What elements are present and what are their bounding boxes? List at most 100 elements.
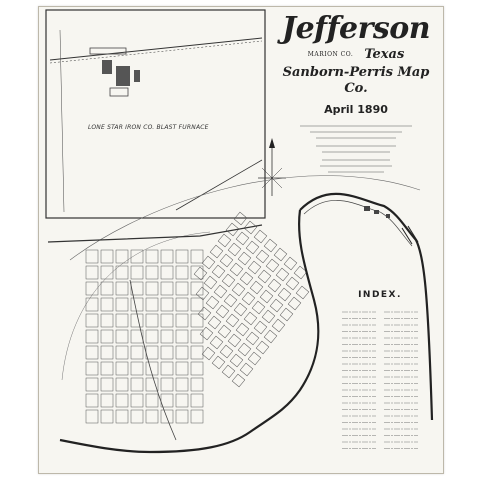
city-block [115, 249, 129, 264]
city-block [279, 307, 294, 322]
city-block [100, 345, 114, 360]
publisher-label: Sanborn-Perris Map Co. [282, 65, 430, 96]
city-block [130, 297, 144, 312]
city-block [100, 393, 114, 408]
city-block [245, 331, 260, 346]
city-block [190, 361, 204, 376]
city-block [211, 355, 226, 370]
city-block [130, 249, 144, 264]
city-block [287, 296, 302, 311]
city-block [175, 409, 189, 424]
city-block [265, 258, 280, 273]
city-block [227, 242, 242, 257]
city-block [261, 309, 276, 324]
city-block [225, 313, 240, 328]
city-block [193, 266, 208, 281]
city-block [160, 345, 174, 360]
city-block [231, 282, 246, 297]
inset-road [175, 159, 263, 211]
city-block [283, 256, 298, 271]
railroad-line [47, 224, 263, 243]
city-block [175, 361, 189, 376]
city-block [145, 249, 159, 264]
inset-railroad [49, 37, 263, 61]
city-block [257, 269, 272, 284]
city-block [255, 249, 270, 264]
map-title: Jefferson [281, 11, 431, 46]
city-block [115, 281, 129, 296]
index-title: INDEX. [358, 290, 402, 300]
city-block [145, 265, 159, 280]
city-block [145, 409, 159, 424]
city-block [175, 249, 189, 264]
city-block [190, 265, 204, 280]
city-block [145, 313, 159, 328]
city-block [285, 276, 300, 291]
city-block [237, 342, 252, 357]
city-block [249, 280, 264, 295]
city-block [215, 304, 230, 319]
city-block [85, 249, 99, 264]
city-block [160, 329, 174, 344]
city-block [175, 297, 189, 312]
city-block [145, 297, 159, 312]
title-rules [300, 125, 412, 173]
city-block [100, 265, 114, 280]
city-block [295, 285, 310, 300]
big-cypress-bayou [59, 192, 434, 454]
city-block [293, 265, 308, 280]
city-block [100, 377, 114, 392]
city-block [241, 291, 256, 306]
title-block: Jefferson MARION CO. Texas Sanborn-Perri… [276, 11, 436, 117]
city-block [85, 329, 99, 344]
furnace-buildings [89, 47, 140, 97]
city-block [115, 409, 129, 424]
city-block [277, 287, 292, 302]
city-block [203, 275, 218, 290]
map-date: April 1890 [324, 103, 388, 116]
city-block [245, 240, 260, 255]
city-block [160, 361, 174, 376]
city-block [160, 265, 174, 280]
city-block [100, 361, 114, 376]
city-block [130, 265, 144, 280]
city-block [239, 362, 254, 377]
index-entries [342, 311, 418, 449]
city-block [115, 313, 129, 328]
city-block [190, 409, 204, 424]
city-block [197, 306, 212, 321]
city-block [160, 281, 174, 296]
city-block [85, 265, 99, 280]
street-grid [85, 211, 310, 424]
city-block [100, 281, 114, 296]
city-block [235, 322, 250, 337]
city-block [130, 345, 144, 360]
city-block [145, 393, 159, 408]
city-block [275, 267, 290, 282]
city-block [251, 300, 266, 315]
city-block [221, 364, 236, 379]
city-block [233, 302, 248, 317]
city-block [219, 253, 234, 268]
city-block [175, 265, 189, 280]
river-bridge [401, 225, 419, 245]
city-block [160, 409, 174, 424]
city-block [221, 273, 236, 288]
city-block [100, 297, 114, 312]
city-block [211, 264, 226, 279]
city-block [267, 278, 282, 293]
city-block [175, 345, 189, 360]
city-block [273, 247, 288, 262]
bayou-bank [303, 199, 413, 247]
city-block [130, 329, 144, 344]
city-block [100, 409, 114, 424]
city-block [115, 393, 129, 408]
city-block [219, 344, 234, 359]
city-block [160, 297, 174, 312]
city-block [175, 313, 189, 328]
city-block [115, 297, 129, 312]
city-block [175, 329, 189, 344]
inset-left-track [59, 29, 65, 213]
city-block [263, 238, 278, 253]
